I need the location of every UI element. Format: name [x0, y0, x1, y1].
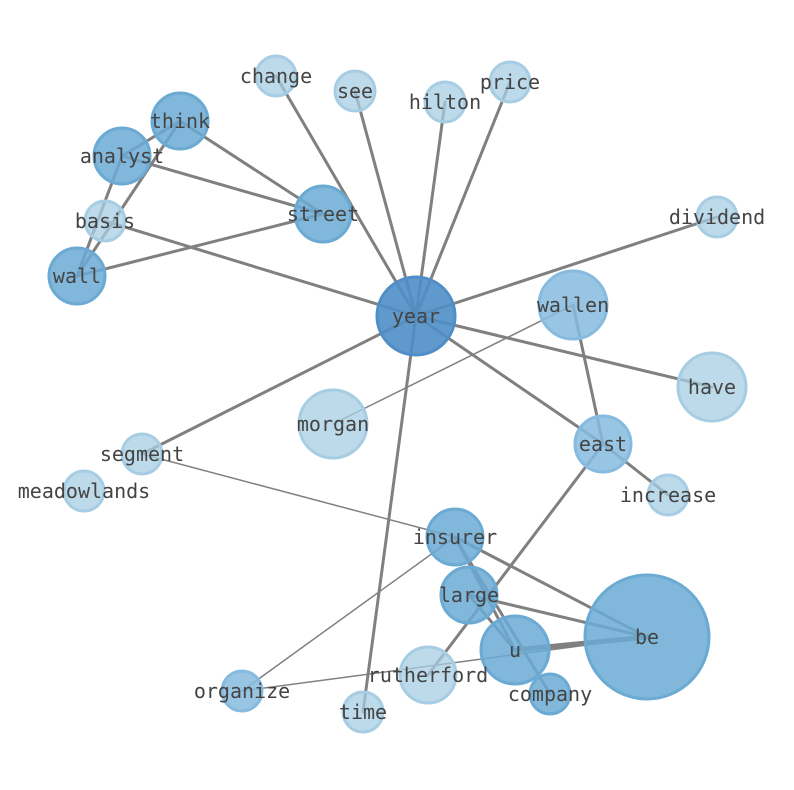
edge-analyst-street: [120, 154, 325, 216]
node-label-change: change: [240, 64, 312, 88]
node-label-u: u: [509, 638, 521, 662]
edge-east-rutherford: [426, 442, 605, 677]
node-rutherford[interactable]: [398, 645, 458, 705]
node-label-segment: segment: [100, 442, 184, 466]
edge-year-time: [361, 314, 418, 714]
edge-segment-insurer: [141, 453, 456, 538]
node-time[interactable]: [341, 690, 385, 734]
node-label-company: company: [508, 682, 592, 706]
labels-layer: year be u insurer large think analyst wall stree…: [18, 64, 765, 724]
node-morgan[interactable]: [297, 388, 369, 460]
node-label-have: have: [688, 375, 736, 399]
node-wall[interactable]: [47, 246, 107, 306]
node-label-see: see: [337, 79, 373, 103]
node-street[interactable]: [293, 184, 353, 244]
node-u[interactable]: [479, 614, 551, 686]
nodes-layer: [47, 54, 748, 734]
node-label-dividend: dividend: [669, 205, 765, 229]
node-year[interactable]: [375, 275, 457, 357]
node-label-time: time: [339, 700, 387, 724]
node-label-basis: basis: [75, 209, 135, 233]
node-label-organize: organize: [194, 679, 290, 703]
node-label-east: east: [579, 432, 627, 456]
edge-think-wall: [75, 119, 182, 278]
edge-insurer-organize: [241, 536, 456, 692]
node-company[interactable]: [528, 672, 572, 716]
node-large[interactable]: [439, 565, 499, 625]
edge-year-dividend: [414, 215, 719, 318]
edge-year-price: [414, 80, 512, 318]
node-label-increase: increase: [620, 483, 716, 507]
node-label-wall: wall: [53, 264, 101, 288]
node-label-meadowlands: meadowlands: [18, 479, 150, 503]
node-label-think: think: [150, 109, 210, 133]
node-price[interactable]: [488, 60, 532, 104]
node-label-be: be: [635, 625, 659, 649]
node-label-wallen: wallen: [537, 293, 609, 317]
edge-year-have: [414, 314, 714, 389]
node-meadowlands[interactable]: [62, 469, 106, 513]
node-be[interactable]: [583, 573, 711, 701]
node-organize[interactable]: [220, 669, 264, 713]
node-east[interactable]: [573, 414, 633, 474]
node-label-analyst: analyst: [80, 144, 164, 168]
node-analyst[interactable]: [92, 126, 152, 186]
node-label-price: price: [480, 70, 540, 94]
node-dividend[interactable]: [695, 195, 739, 239]
node-segment[interactable]: [120, 432, 164, 476]
node-have[interactable]: [676, 351, 748, 423]
edge-year-basis: [103, 219, 418, 318]
node-label-street: street: [287, 202, 359, 226]
edge-wall-street: [75, 212, 325, 278]
node-change[interactable]: [254, 54, 298, 98]
edge-wallen-morgan: [332, 304, 574, 425]
node-label-rutherford: rutherford: [368, 663, 488, 687]
node-basis[interactable]: [83, 199, 127, 243]
node-wallen[interactable]: [537, 269, 609, 341]
node-label-large: large: [439, 583, 499, 607]
node-insurer[interactable]: [425, 507, 485, 567]
node-hilton[interactable]: [423, 80, 467, 124]
edge-year-segment: [140, 314, 418, 456]
node-label-hilton: hilton: [409, 90, 481, 114]
node-see[interactable]: [333, 69, 377, 113]
node-label-morgan: morgan: [297, 412, 369, 436]
node-label-year: year: [392, 304, 440, 328]
node-increase[interactable]: [646, 473, 690, 517]
node-think[interactable]: [150, 91, 210, 151]
node-label-insurer: insurer: [413, 525, 497, 549]
